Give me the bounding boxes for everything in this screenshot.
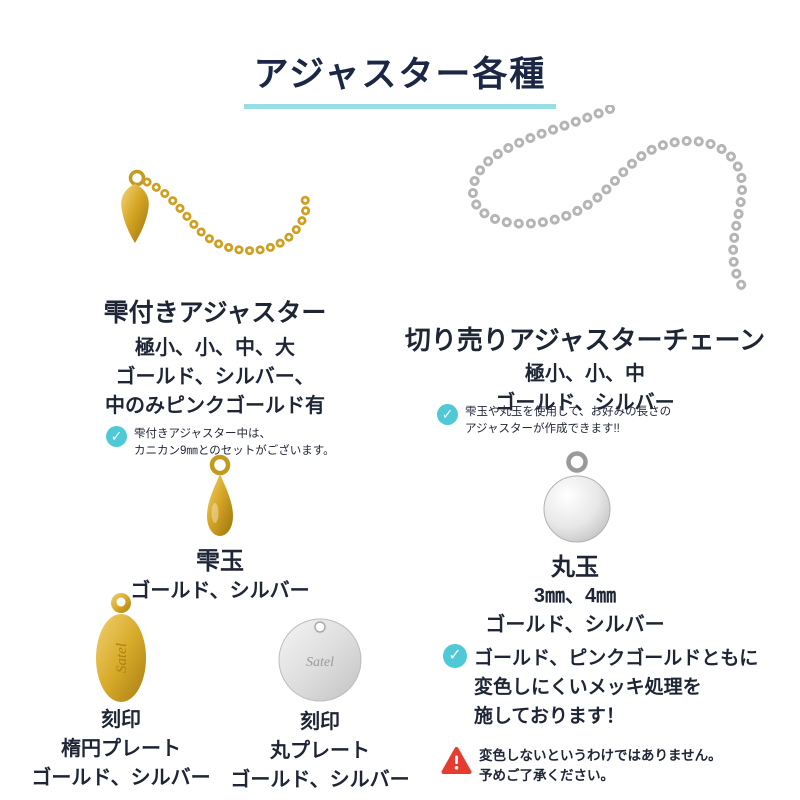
round-bead-colors: ゴールド、シルバー (485, 614, 665, 636)
cut-chain-note-text: 雫玉や丸玉を使用して、お好みの長さの アジャスターが作成できます!! (465, 404, 671, 437)
cut-chain-specs: 極小、小、中 ゴールド、シルバー (385, 360, 785, 418)
page-title: アジャスター各種 (243, 46, 557, 109)
plating-line: 変色しにくいメッキ処理を (474, 677, 702, 698)
drop-adjuster-colors: ゴールド、シルバー、 (115, 366, 315, 388)
round-bead-ring (566, 451, 588, 473)
round-bead-heading: 丸玉 (551, 554, 599, 581)
round-plate-hole (314, 621, 326, 633)
round-plate-image: Satel (278, 618, 362, 702)
oval-plate-image: Satel (96, 593, 146, 702)
drop-adjuster-note: ✓ 雫付きアジャスター中は、 カニカン9㎜とのセットがございます。 (106, 426, 386, 459)
drop-adjuster-colors-extra: 中のみピンクゴールド有 (105, 395, 325, 417)
note-line: アジャスターが作成できます!! (465, 422, 620, 435)
note-line: 雫付きアジャスター中は、 (134, 428, 271, 440)
drop-adjuster-sizes: 極小、小、中、大 (135, 337, 295, 359)
drop-adjuster-heading: 雫付きアジャスター (103, 299, 327, 327)
oval-plate-colors: ゴールド、シルバー (31, 767, 211, 789)
gold-chain-link-holes (145, 180, 308, 253)
warning-note-text: 変色しないというわけではありません。 予めご了承ください。 (479, 746, 722, 786)
warning-line: 変色しないというわけではありません。 (479, 748, 722, 763)
cut-chain-image (467, 105, 750, 296)
drop-bead-ring (209, 454, 231, 476)
drop-adjuster-note-text: 雫付きアジャスター中は、 カニカン9㎜とのセットがございます。 (134, 426, 335, 459)
round-bead-image (543, 451, 611, 543)
drop-adjuster-image (121, 169, 311, 255)
cut-chain-heading: 切り売りアジャスターチェーン (404, 325, 766, 355)
check-icon: ✓ (443, 644, 467, 668)
drop-bead-highlight (211, 503, 219, 523)
round-plate-shape (278, 618, 362, 702)
oval-plate-shape (96, 614, 146, 702)
cut-chain-sizes: 極小、小、中 (525, 363, 645, 385)
round-plate-name: 丸プレート (270, 740, 370, 762)
round-bead-sphere (543, 475, 611, 543)
check-icon: ✓ (437, 404, 458, 425)
gold-teardrop-shape (121, 184, 149, 243)
drop-bead-colors: ゴールド、シルバー (130, 580, 310, 602)
round-bead-specs: 3㎜、4㎜ ゴールド、シルバー (470, 582, 680, 640)
plating-note-text: ゴールド、ピンクゴールドともに 変色しにくいメッキ処理を 施しております！ (474, 644, 758, 731)
drop-bead-image (207, 454, 233, 536)
round-plate-label: 刻印 (300, 711, 340, 733)
cut-chain-colors: ゴールド、シルバー (495, 392, 675, 414)
plating-line: ゴールド、ピンクゴールドともに (474, 648, 759, 669)
plating-line: 施しております！ (474, 706, 625, 727)
plating-note: ✓ ゴールド、ピンクゴールドともに 変色しにくいメッキ処理を 施しております！ (443, 644, 783, 731)
silver-chain-links (467, 105, 750, 296)
oval-plate-name: 楕円プレート (61, 738, 181, 760)
oval-plate-hole (116, 597, 126, 607)
round-plate-engraving: Satel (306, 655, 334, 670)
drop-adjuster-specs: 極小、小、中、大 ゴールド、シルバー、 中のみピンクゴールド有 (30, 334, 400, 421)
round-bead-sizes: 3㎜、4㎜ (533, 585, 617, 607)
oval-plate-label: 刻印 (101, 709, 141, 731)
drop-bead-shape (207, 474, 233, 536)
drop-bead-heading: 雫玉 (196, 548, 244, 575)
silver-chain-link-holes (470, 107, 747, 293)
cut-chain-note: ✓ 雫玉や丸玉を使用して、お好みの長さの アジャスターが作成できます!! (437, 404, 767, 437)
round-plate-text: 刻印 丸プレート ゴールド、シルバー (222, 708, 418, 795)
oval-plate-text: 刻印 楕円プレート ゴールド、シルバー (15, 706, 227, 793)
gold-chain-links (142, 177, 311, 255)
check-icon: ✓ (106, 426, 127, 447)
round-plate-colors: ゴールド、シルバー (230, 769, 410, 791)
teardrop-ring (128, 169, 146, 187)
warning-icon (441, 747, 472, 774)
warning-line: 予めご了承ください。 (479, 768, 614, 783)
note-line: 雫玉や丸玉を使用して、お好みの長さの (465, 406, 672, 418)
title-wrap: アジャスター各種 (0, 46, 800, 109)
oval-plate-engraving: Satel (114, 643, 130, 673)
warning-note: 変色しないというわけではありません。 予めご了承ください。 (441, 746, 786, 786)
note-line: カニカン9㎜とのセットがございます。 (134, 444, 335, 457)
